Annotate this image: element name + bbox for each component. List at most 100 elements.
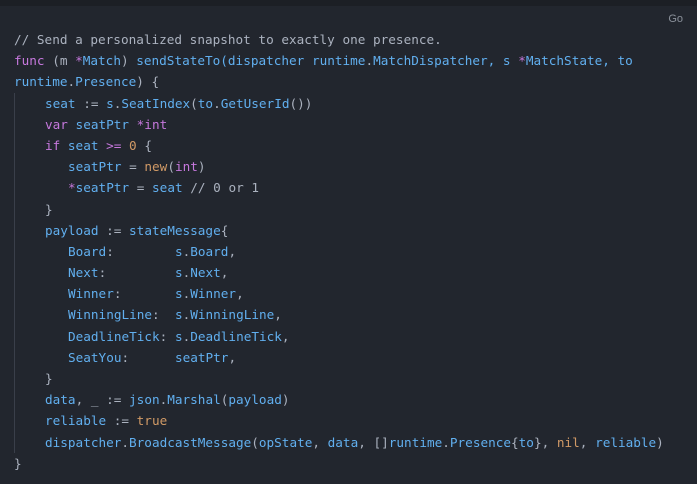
code-token: ,: [228, 243, 237, 259]
code-token: .: [67, 74, 76, 90]
code-token: new: [144, 159, 168, 175]
code-token: s: [174, 243, 183, 259]
indent-guide: [14, 134, 15, 157]
code-token: Winner: [190, 286, 237, 302]
code-token: s: [174, 328, 183, 344]
code-token: ,: [236, 286, 244, 302]
code-token: s: [174, 286, 183, 302]
code-token: reliable: [45, 413, 107, 429]
code-token: Board: [190, 243, 229, 259]
code-token: [121, 138, 129, 153]
code-token: to: [518, 434, 534, 450]
code-token: .: [121, 434, 130, 450]
code-token: (dispatcher: [220, 53, 312, 69]
code-token: WinningLine: [190, 307, 275, 323]
code-token: Marshal: [167, 392, 221, 408]
code-token: *: [75, 53, 83, 69]
code-line: Winner: s.Winner,: [14, 283, 664, 305]
code-token: sendStateTo: [136, 53, 221, 69]
code-block: // Send a personalized snapshot to exact…: [14, 29, 664, 474]
code-token: WinningLine: [68, 307, 153, 323]
code-token: Board: [68, 243, 107, 259]
code-token: ): [281, 392, 290, 408]
code-token: :=: [106, 413, 137, 429]
code-line: }: [14, 368, 664, 390]
code-token: int: [174, 159, 198, 175]
code-token: s: [106, 95, 114, 111]
code-token: =: [129, 180, 153, 196]
code-token: }: [14, 455, 22, 471]
code-token: seatPtr: [67, 116, 137, 132]
code-token: dispatcher: [45, 434, 122, 450]
code-line: payload := stateMessage{: [14, 219, 664, 241]
code-token: :: [98, 265, 175, 281]
code-line: SeatYou: seatPtr,: [14, 346, 664, 368]
indent-guide: [14, 304, 15, 326]
language-label: Go: [668, 13, 683, 25]
indent-guide: [14, 113, 15, 135]
code-token: (: [220, 392, 229, 408]
code-token: GetUserId: [220, 95, 290, 111]
indent-guide: [14, 177, 15, 199]
indent-guide: [14, 156, 15, 178]
code-token: , []: [358, 434, 389, 450]
code-token: {: [220, 222, 229, 238]
code-token: {: [136, 137, 152, 153]
code-line: seatPtr = new(int): [14, 156, 664, 178]
code-token: runtime: [388, 434, 443, 450]
code-token: seat: [60, 137, 107, 153]
code-token: if: [45, 137, 61, 153]
code-token: , to: [602, 53, 633, 69]
code-token: Winner: [68, 286, 114, 302]
code-token: , _ :=: [75, 392, 130, 408]
code-token: // Send a personalized snapshot to exact…: [14, 32, 442, 47]
code-token: },: [533, 434, 557, 450]
code-token: Next: [190, 265, 221, 281]
code-token: to: [197, 95, 214, 111]
code-token: *: [68, 180, 76, 196]
code-token: ,: [579, 434, 596, 450]
code-token: >=: [106, 137, 122, 153]
code-block-header: [0, 0, 697, 6]
code-token: seat: [152, 180, 183, 196]
indent-guide: [14, 325, 15, 347]
code-token: ,: [228, 349, 237, 365]
indent-guide: [14, 389, 15, 411]
code-token: SeatIndex: [121, 95, 191, 111]
code-token: =: [121, 159, 145, 175]
code-line: seat := s.SeatIndex(to.GetUserId()): [14, 92, 664, 114]
code-token: ): [197, 159, 206, 175]
code-token: :: [106, 243, 175, 259]
code-token: MatchState: [525, 53, 603, 69]
code-token: data: [327, 434, 359, 450]
code-token: var: [45, 116, 68, 132]
code-line: var seatPtr *int: [14, 113, 664, 135]
code-token: ): [656, 434, 664, 450]
code-token: :=: [75, 95, 107, 111]
code-token: ,: [312, 434, 328, 450]
code-token: Presence: [449, 434, 512, 450]
code-token: runtime: [14, 74, 68, 90]
code-token: 0: [129, 137, 137, 153]
code-token: s: [174, 265, 183, 281]
code-token: payload: [228, 392, 282, 408]
code-token: .: [365, 53, 374, 69]
code-line: func (m *Match) sendStateTo(dispatcher r…: [14, 50, 664, 71]
code-line: dispatcher.BroadcastMessage(opState, dat…: [14, 431, 664, 453]
code-token: {: [511, 434, 519, 450]
code-token: DeadlineTick: [190, 328, 282, 344]
code-token: opState: [258, 434, 313, 450]
code-token: ()): [289, 95, 313, 111]
code-token: *int: [136, 116, 168, 132]
indent-guide: [14, 92, 15, 114]
code-token: // 0 or 1: [182, 180, 259, 196]
code-line: *seatPtr = seat // 0 or 1: [14, 177, 664, 199]
code-token: :: [152, 307, 175, 323]
code-token: ,: [220, 265, 229, 281]
code-token: .: [182, 243, 191, 259]
code-line: WinningLine: s.WinningLine,: [14, 304, 664, 326]
indent-guide: [14, 283, 15, 305]
code-line: DeadlineTick: s.DeadlineTick,: [14, 325, 664, 347]
code-token: ,: [281, 328, 290, 344]
code-token: json: [129, 392, 160, 408]
